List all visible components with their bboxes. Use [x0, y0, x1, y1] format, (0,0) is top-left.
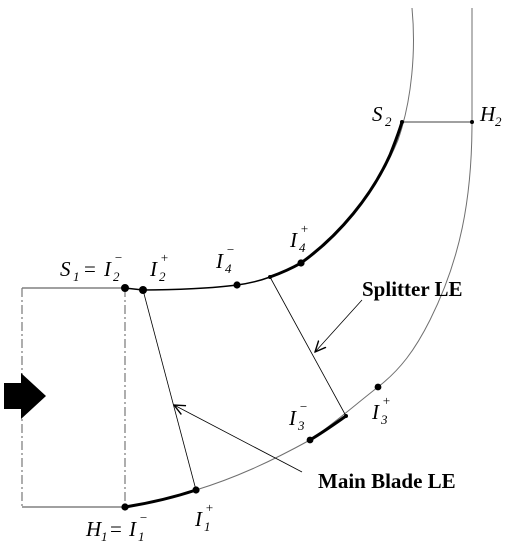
point-i2-plus — [139, 286, 147, 294]
point-i3-plus — [374, 383, 382, 391]
svg-text:3: 3 — [297, 418, 305, 433]
point-s1-i2-minus — [121, 284, 129, 292]
label-i4-minus: I 4 − — [215, 242, 235, 276]
label-i2-plus: I 2 + — [149, 250, 169, 284]
point-i4-plus — [297, 259, 305, 267]
svg-text:+: + — [205, 500, 214, 515]
svg-text:I: I — [371, 400, 380, 424]
svg-text:H: H — [85, 517, 103, 541]
svg-text:I: I — [103, 257, 112, 281]
svg-text:S: S — [372, 102, 383, 126]
svg-text:1: 1 — [204, 519, 211, 534]
main-blade-le-arrow — [174, 405, 303, 473]
svg-text:I: I — [149, 257, 158, 281]
point-i1-plus — [192, 486, 200, 494]
shroud-bold-segment-upper — [299, 120, 404, 265]
splitter-le-arrow — [315, 299, 363, 352]
svg-text:I: I — [194, 507, 203, 531]
svg-text:4: 4 — [299, 240, 306, 255]
flow-direction-arrow — [4, 373, 46, 419]
svg-text:H: H — [479, 102, 497, 126]
svg-text:1: 1 — [138, 529, 145, 544]
svg-text:I: I — [288, 406, 297, 430]
svg-text:3: 3 — [380, 412, 388, 427]
svg-text:−: − — [139, 510, 148, 525]
svg-text:−: − — [299, 399, 308, 414]
svg-text:+: + — [300, 221, 309, 236]
point-splitter-hub — [344, 414, 348, 418]
svg-text:−: − — [114, 250, 123, 265]
svg-text:=: = — [84, 257, 96, 281]
label-s1-equals-i2-minus: S 1 = I 2 − — [60, 250, 123, 284]
splitter-le-callout: Splitter LE — [362, 277, 463, 301]
point-splitter-shroud — [268, 275, 272, 279]
point-i4-minus — [233, 281, 241, 289]
hub-bold-segment-inlet — [123, 488, 198, 509]
svg-text:2: 2 — [113, 269, 120, 284]
label-i3-plus: I 3 + — [371, 393, 391, 427]
main-blade-le-callout: Main Blade LE — [318, 469, 456, 493]
svg-text:+: + — [160, 250, 169, 265]
svg-text:=: = — [110, 517, 122, 541]
svg-text:I: I — [289, 228, 298, 252]
label-i4-plus: I 4 + — [289, 221, 309, 255]
svg-text:S: S — [60, 257, 71, 281]
point-h1-i1-minus — [121, 503, 129, 511]
svg-text:4: 4 — [225, 261, 232, 276]
label-h1-equals-i1-minus: H 1 = I 1 − — [85, 510, 148, 544]
point-s2 — [400, 120, 404, 124]
splitter-leading-edge — [269, 276, 347, 417]
svg-text:I: I — [215, 249, 224, 273]
svg-text:2: 2 — [385, 114, 392, 129]
point-h2 — [470, 120, 474, 124]
svg-text:+: + — [382, 393, 391, 408]
label-s2: S 2 — [372, 102, 392, 129]
main-blade-leading-edge — [142, 289, 197, 491]
hub-curve-upper — [377, 8, 473, 388]
label-i3-minus: I 3 − — [288, 399, 308, 433]
svg-text:−: − — [226, 242, 235, 257]
point-i3-minus — [306, 436, 314, 444]
svg-text:1: 1 — [101, 529, 108, 544]
svg-text:2: 2 — [495, 114, 502, 129]
svg-text:2: 2 — [159, 269, 166, 284]
svg-text:1: 1 — [73, 269, 80, 284]
label-h2: H 2 — [479, 102, 502, 129]
label-i1-plus: I 1 + — [194, 500, 214, 534]
shroud-bold-segment — [268, 261, 303, 279]
svg-text:I: I — [128, 517, 137, 541]
hub-bold-segment-splitter — [308, 414, 348, 442]
